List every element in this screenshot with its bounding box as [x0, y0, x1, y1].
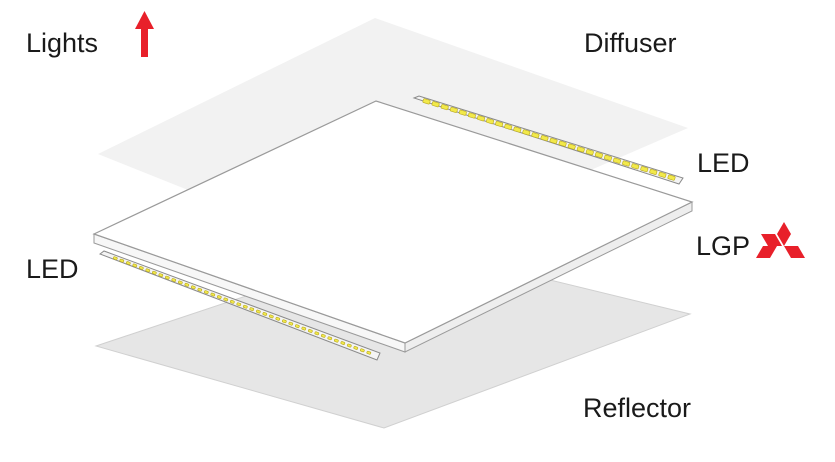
led-left-label: LED	[26, 254, 79, 284]
led-chip	[262, 312, 268, 316]
led-chip	[190, 285, 196, 290]
up-arrow-icon	[135, 11, 154, 57]
lgp-top-face	[92, 100, 694, 344]
led-chip	[223, 297, 229, 302]
led-chip	[346, 343, 352, 348]
led-chip	[203, 290, 209, 295]
led-chip	[366, 350, 372, 355]
led-chip	[314, 331, 320, 336]
led-chip	[281, 319, 287, 324]
led-chip	[353, 346, 359, 350]
led-chip	[158, 273, 164, 278]
led-chips-right	[422, 98, 676, 181]
led-chip	[631, 163, 640, 170]
lgp-label: LGP	[696, 231, 751, 261]
led-chip	[151, 270, 157, 275]
led-chip	[622, 160, 631, 167]
led-chip	[486, 118, 494, 125]
led-chip	[531, 132, 540, 139]
lights-label: Lights	[26, 28, 99, 58]
led-chip	[119, 258, 125, 263]
led-chip	[658, 171, 667, 178]
led-chip	[125, 261, 131, 265]
three-diamond-logo-icon	[756, 222, 805, 258]
led-chip	[275, 316, 281, 321]
led-chip	[513, 126, 522, 133]
led-chip	[340, 341, 346, 345]
led-chip	[504, 123, 513, 130]
led-chip	[540, 135, 549, 142]
led-chip	[667, 174, 676, 181]
led-strip-left	[98, 250, 381, 361]
light-guide-plate	[92, 100, 694, 353]
led-chip	[585, 149, 594, 156]
led-chip	[576, 146, 585, 153]
led-chip	[522, 129, 531, 136]
led-chip	[477, 115, 485, 122]
led-chip	[549, 137, 558, 144]
led-chip	[422, 98, 431, 105]
led-chip	[594, 152, 603, 158]
led-chip	[210, 292, 216, 297]
led-chip	[268, 314, 274, 319]
led-chip	[294, 324, 300, 329]
led-chip	[138, 266, 144, 270]
led-chip	[449, 106, 458, 113]
led-chip	[249, 307, 255, 312]
led-chip	[177, 280, 183, 285]
led-chip	[255, 309, 261, 314]
led-chip	[171, 278, 177, 282]
led-chip	[558, 140, 567, 147]
led-chip	[431, 101, 440, 108]
led-chip	[197, 287, 203, 292]
led-chip	[236, 302, 242, 307]
led-chip	[604, 154, 612, 161]
reflector-label: Reflector	[583, 393, 692, 423]
led-chip	[440, 104, 449, 111]
led-chip	[301, 326, 307, 331]
led-chip	[112, 256, 118, 261]
led-chip	[320, 333, 326, 338]
led-chips-left	[112, 256, 372, 355]
led-chip	[288, 321, 294, 326]
led-chip	[649, 168, 658, 175]
led-right-label: LED	[697, 148, 750, 178]
led-chip	[216, 295, 222, 299]
diffuser-label: Diffuser	[584, 28, 677, 58]
led-chip	[145, 268, 151, 273]
led-strip-right	[412, 95, 684, 185]
led-chip	[333, 338, 339, 343]
led-chip	[327, 336, 333, 341]
led-chip	[467, 112, 476, 119]
led-chip	[132, 263, 138, 268]
led-chip	[458, 109, 467, 116]
led-chip	[184, 282, 190, 287]
led-chip	[567, 143, 576, 150]
led-chip	[640, 166, 649, 173]
led-chip	[307, 329, 313, 333]
led-chip	[359, 348, 365, 353]
led-chip	[242, 304, 248, 309]
led-chip	[613, 157, 621, 164]
led-chip	[164, 275, 170, 280]
led-chip	[495, 121, 504, 127]
led-chip	[229, 299, 235, 304]
